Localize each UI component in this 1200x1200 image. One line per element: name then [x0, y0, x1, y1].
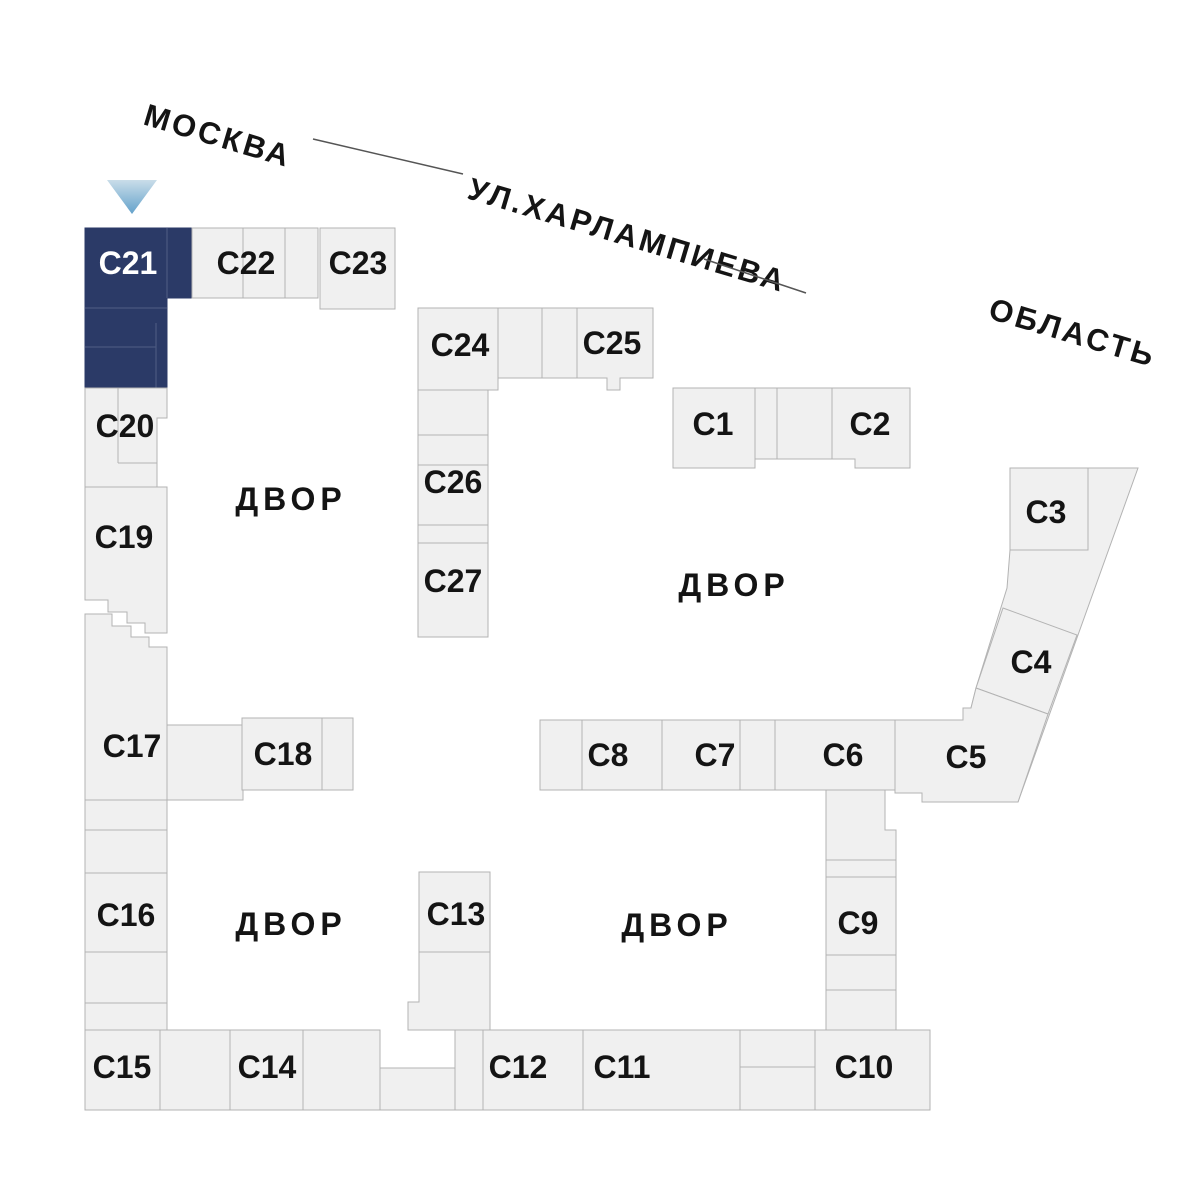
- building-c6[interactable]: С6: [774, 719, 896, 791]
- building-c14[interactable]: С14: [229, 1029, 304, 1111]
- building-c5[interactable]: С5: [894, 687, 1049, 803]
- selected-building-marker-icon: [107, 180, 157, 214]
- building-c20[interactable]: С20: [84, 387, 168, 488]
- building-c13[interactable]: С13: [418, 871, 491, 953]
- building-section: [825, 859, 897, 878]
- svg-text:С16: С16: [97, 897, 156, 933]
- svg-text:С1: С1: [693, 406, 734, 442]
- svg-text:С14: С14: [238, 1049, 297, 1085]
- building-c7[interactable]: С7: [661, 719, 741, 791]
- street-line: [703, 258, 807, 294]
- building-c11[interactable]: С11: [582, 1029, 741, 1111]
- building-c8[interactable]: С8: [581, 719, 663, 791]
- svg-text:С21: С21: [99, 245, 158, 281]
- svg-text:С12: С12: [489, 1049, 548, 1085]
- svg-text:С9: С9: [838, 905, 879, 941]
- building-c21-selected[interactable]: С21: [84, 227, 193, 389]
- building-c18[interactable]: С18: [241, 717, 354, 791]
- building-c23[interactable]: С23: [319, 227, 396, 310]
- building-c12[interactable]: С12: [454, 1029, 584, 1111]
- svg-text:С23: С23: [329, 245, 388, 281]
- building-c19[interactable]: С19: [84, 486, 168, 634]
- region-direction-label: ОБЛАСТЬ: [985, 291, 1161, 374]
- svg-text:С27: С27: [424, 563, 483, 599]
- building-c27[interactable]: С27: [417, 542, 489, 638]
- svg-text:С25: С25: [583, 325, 642, 361]
- building-section: [825, 789, 897, 861]
- building-c24[interactable]: С24: [417, 307, 499, 391]
- building-section: [825, 954, 897, 991]
- courtyard-label-top-left: ДВОР: [235, 481, 346, 517]
- building-section: [417, 524, 489, 544]
- building-section: [497, 307, 543, 379]
- svg-text:С15: С15: [93, 1049, 152, 1085]
- building-section: [541, 307, 578, 379]
- svg-text:С4: С4: [1011, 644, 1052, 680]
- svg-text:С22: С22: [217, 245, 276, 281]
- street-name-label: УЛ.ХАРЛАМПИЕВА: [464, 171, 791, 299]
- building-section: [539, 719, 583, 791]
- svg-text:С7: С7: [695, 737, 736, 773]
- svg-text:С2: С2: [850, 406, 891, 442]
- building-c3[interactable]: С3: [1009, 467, 1089, 551]
- building-c22[interactable]: С22: [191, 227, 319, 299]
- svg-text:С11: С11: [594, 1049, 651, 1085]
- building-c16[interactable]: С16: [84, 872, 168, 953]
- building-c9[interactable]: С9: [825, 876, 897, 956]
- svg-text:С3: С3: [1026, 494, 1067, 530]
- building-section: [776, 387, 833, 460]
- building-section: [417, 389, 489, 436]
- courtyard-label-top-right: ДВОР: [678, 567, 789, 603]
- building-section: [379, 1067, 456, 1111]
- building-c15[interactable]: С15: [84, 1029, 161, 1111]
- svg-text:С19: С19: [95, 519, 154, 555]
- svg-text:С6: С6: [823, 737, 864, 773]
- building-section: [84, 1002, 168, 1031]
- svg-text:С8: С8: [588, 737, 629, 773]
- courtyard-label-bottom-right: ДВОР: [621, 907, 732, 943]
- svg-text:С26: С26: [424, 464, 483, 500]
- building-section: [84, 951, 168, 1004]
- svg-text:С10: С10: [835, 1049, 894, 1085]
- building-section: [84, 799, 168, 831]
- svg-text:С17: С17: [103, 728, 162, 764]
- building-section: [302, 1029, 381, 1111]
- svg-text:С13: С13: [427, 896, 486, 932]
- svg-text:С18: С18: [254, 736, 313, 772]
- street-line: [312, 138, 464, 175]
- building-c4[interactable]: С4: [975, 607, 1078, 715]
- building-c1[interactable]: С1: [672, 387, 756, 469]
- building-c17[interactable]: С17: [84, 613, 244, 801]
- building-c26[interactable]: С26: [417, 464, 489, 526]
- building-section: [407, 951, 491, 1031]
- building-c10[interactable]: С10: [814, 1029, 931, 1111]
- city-direction-label: МОСКВА: [140, 97, 296, 174]
- building-section: [84, 829, 168, 874]
- building-section: [417, 434, 489, 466]
- courtyard-label-bottom-left: ДВОР: [235, 906, 346, 942]
- building-section: [739, 1029, 816, 1111]
- building-c2[interactable]: С2: [831, 387, 911, 469]
- building-section: [754, 387, 778, 460]
- svg-text:С5: С5: [946, 739, 987, 775]
- building-section: [739, 719, 776, 791]
- building-section: [159, 1029, 231, 1111]
- svg-text:С24: С24: [431, 327, 490, 363]
- building-c25[interactable]: С25: [576, 307, 654, 391]
- svg-text:С20: С20: [96, 408, 155, 444]
- building-section: [825, 989, 897, 1033]
